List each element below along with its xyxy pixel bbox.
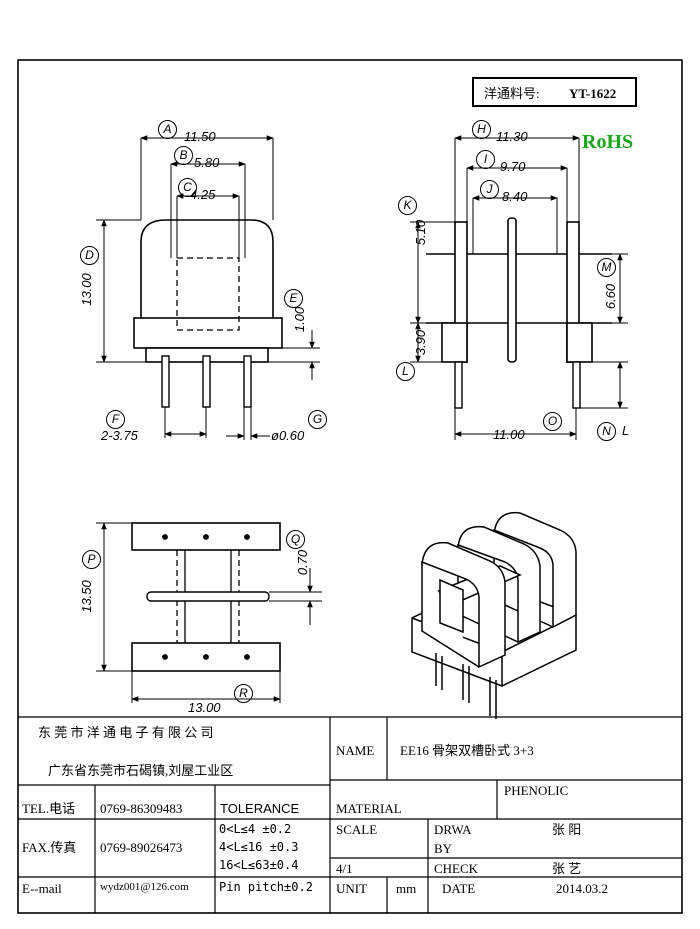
rohs-mark: RoHS [582, 131, 634, 153]
tolerance-label: TOLERANCE [220, 801, 300, 816]
isometric-view [411, 511, 577, 719]
balloon-d: D [80, 246, 99, 265]
part-number-value: YT-1622 [569, 86, 617, 101]
dim-p: 13.50 [78, 580, 94, 613]
side-pin [572, 361, 581, 409]
tolerance-line: 16<L≤63±0.4 [219, 858, 299, 872]
balloon-q: Q [286, 530, 305, 549]
scale-label: SCALE [336, 822, 378, 837]
balloon-e: E [284, 289, 303, 308]
email-value: wydz001@126.com [100, 881, 189, 893]
dim-o: 11.00 [493, 427, 525, 442]
side-base [566, 322, 593, 363]
part-number-label: 洋通料号: [484, 86, 540, 101]
balloon-h: H [472, 120, 491, 139]
dim-g: ø0.60 [271, 428, 305, 443]
balloon-i: I [476, 150, 495, 169]
balloon-r: R [234, 684, 253, 703]
dim-q: 0.70 [295, 549, 311, 576]
dim-b: 5.80 [194, 155, 220, 170]
dim-i: 9.70 [500, 159, 526, 174]
dim-k: 5.10 [413, 219, 429, 246]
tel-value: 0769-86309483 [100, 801, 183, 816]
balloon-a: A [158, 120, 177, 139]
balloon-n: N [597, 422, 616, 441]
tel-label: TEL.电话 [22, 801, 76, 816]
side-base [441, 322, 468, 363]
front-dome [140, 219, 274, 318]
balloon-c: C [178, 178, 197, 197]
balloon-l: L [396, 362, 415, 381]
front-pin [243, 355, 252, 408]
dim-l: 3.90 [413, 329, 429, 356]
name-value: EE16 骨架双槽卧式 3+3 [400, 743, 534, 758]
dim-j: 8.40 [502, 189, 528, 204]
part-number-box: 洋通料号: YT-1622 [472, 77, 637, 107]
tolerance-line: Pin pitch±0.2 [219, 880, 313, 894]
dim-a: 11.50 [184, 129, 216, 144]
balloon-m: M [597, 258, 616, 277]
dim-m: 6.60 [603, 283, 619, 310]
dim-r: 13.00 [188, 700, 221, 715]
top-center-flange [146, 591, 270, 602]
balloon-p: P [82, 550, 101, 569]
drawn-label-2: BY [434, 841, 453, 856]
drawn-value: 张 阳 [552, 822, 582, 837]
side-center-flange [507, 217, 517, 363]
email-label: E--mail [22, 881, 62, 896]
front-pin [202, 355, 211, 408]
fax-label: FAX.传真 [22, 840, 77, 855]
drawn-label: DRWA [434, 822, 472, 837]
check-label: CHECK [434, 861, 479, 876]
balloon-b: B [174, 146, 193, 165]
dim-n: L [622, 423, 630, 438]
dim-h: 11.30 [496, 129, 528, 144]
date-label: DATE [442, 881, 476, 896]
balloon-o: O [543, 412, 562, 431]
balloon-j: J [480, 180, 499, 199]
front-core-window [176, 257, 240, 331]
company-address: 广东省东莞市石碣镇,刘屋工业区 [48, 763, 234, 778]
scale-value: 4/1 [336, 861, 353, 876]
material-label: MATERIAL [336, 801, 402, 816]
top-flange-upper [131, 522, 281, 551]
dim-c: 4.25 [190, 187, 216, 202]
sheet-border [17, 59, 683, 914]
dim-f: 2-3.75 [101, 428, 138, 443]
fax-value: 0769-89026473 [100, 840, 183, 855]
date-value: 2014.03.2 [556, 881, 608, 896]
dim-e: 1.00 [292, 306, 308, 333]
tolerance-line: 4<L≤16 ±0.3 [219, 840, 299, 854]
unit-value: mm [396, 881, 417, 896]
dim-d: 13.00 [78, 273, 94, 306]
balloon-f: F [106, 410, 125, 429]
check-value: 张 艺 [552, 861, 582, 876]
title-block-grid [18, 716, 682, 913]
material-value: PHENOLIC [504, 783, 569, 798]
front-base [133, 317, 283, 349]
balloon-k: K [398, 196, 417, 215]
front-pin [161, 355, 170, 408]
tolerance-line: 0<L≤4 ±0.2 [219, 822, 292, 836]
balloon-g: G [308, 410, 327, 429]
name-label: NAME [336, 743, 375, 758]
company-name: 东 莞 市 洋 通 电 子 有 限 公 司 [38, 725, 214, 740]
side-pin [454, 361, 463, 409]
unit-label: UNIT [336, 881, 368, 896]
